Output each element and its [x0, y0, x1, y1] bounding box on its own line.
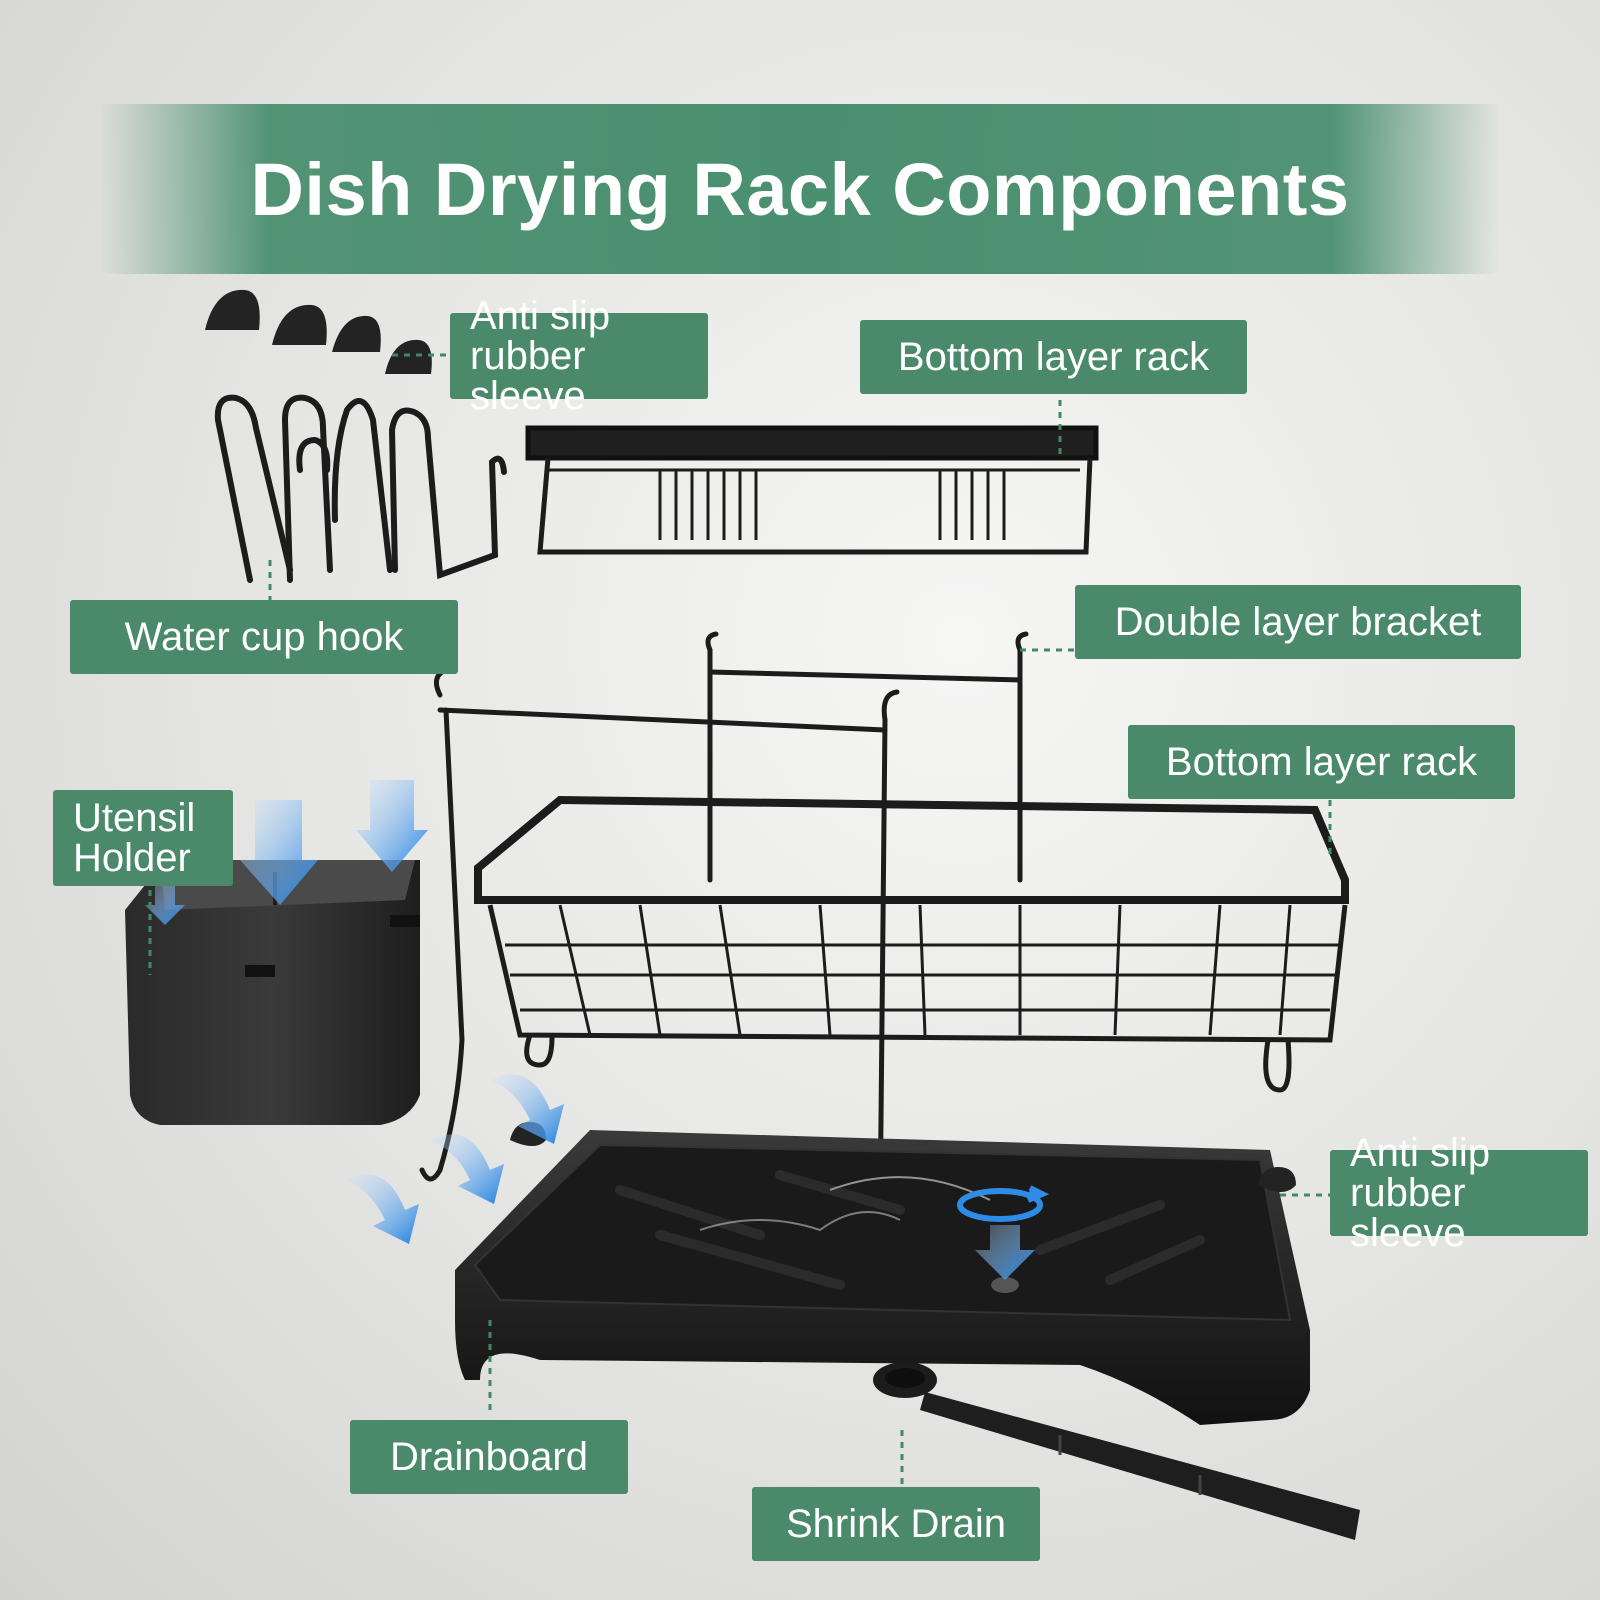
rack-icon — [525, 425, 1099, 555]
leader-lines — [148, 353, 1332, 1485]
hook-icon — [214, 394, 507, 583]
bottom-layer-rack-label-top: Bottom layer rack — [860, 320, 1247, 394]
water-flow-arrow-icon — [145, 780, 1035, 1280]
title-banner: Dish Drying Rack Components — [100, 104, 1500, 274]
page-title: Dish Drying Rack Components — [250, 147, 1350, 231]
rotate-arrow-icon — [957, 1185, 1050, 1222]
anti-slip-rubber-sleeve-label-right: Anti slip rubber sleeve — [1330, 1133, 1588, 1253]
anti-slip-rubber-sleeve-label-top: Anti slip rubber sleeve — [450, 296, 708, 416]
drainboard-label: Drainboard — [350, 1420, 628, 1494]
rack-icon — [474, 795, 1349, 1093]
bottom-layer-rack-label-mid: Bottom layer rack — [1128, 725, 1515, 799]
drainboard-icon — [455, 1130, 1310, 1425]
shrink-drain-icon — [873, 1362, 1360, 1540]
water-cup-hook-label: Water cup hook — [70, 600, 458, 674]
rubber-sleeve-icon — [205, 289, 432, 374]
bracket-icon — [419, 631, 1029, 1223]
shrink-drain-label: Shrink Drain — [752, 1487, 1040, 1561]
utensil-holder-label: Utensil Holder — [53, 790, 233, 886]
double-layer-bracket-label: Double layer bracket — [1075, 585, 1521, 659]
